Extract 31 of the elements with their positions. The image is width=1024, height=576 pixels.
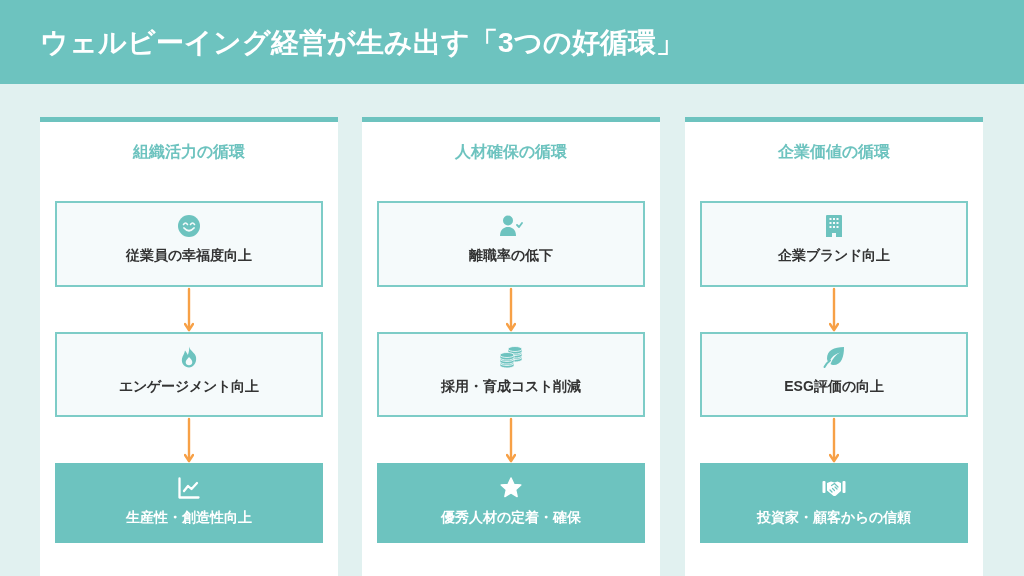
- step-label: ESG評価の向上: [784, 377, 884, 395]
- arrow: [505, 287, 517, 332]
- step-box: [377, 201, 645, 287]
- step-box: [377, 332, 645, 417]
- step-label: 企業ブランド向上: [778, 246, 890, 264]
- step-label: 生産性・創造性向上: [126, 508, 252, 526]
- result-box: [55, 463, 323, 543]
- step-label: 従業員の幸福度向上: [126, 246, 252, 264]
- step-label: エンゲージメント向上: [119, 377, 259, 395]
- step-label: 離職率の低下: [469, 246, 553, 264]
- step-box: [55, 332, 323, 417]
- step-label: 採用・育成コスト削減: [441, 377, 581, 395]
- result-box: [700, 463, 968, 543]
- column-panel: [40, 117, 338, 576]
- arrow: [183, 417, 195, 463]
- column-heading: 組織活力の循環: [133, 142, 245, 162]
- step-box: [55, 201, 323, 287]
- result-box: [377, 463, 645, 543]
- arrow: [828, 417, 840, 463]
- step-box: [700, 332, 968, 417]
- arrow: [505, 417, 517, 463]
- arrow: [828, 287, 840, 332]
- step-label: 投資家・顧客からの信頼: [757, 508, 911, 526]
- column-panel: [362, 117, 660, 576]
- step-box: [700, 201, 968, 287]
- column-panel: [685, 117, 983, 576]
- column-heading: 人材確保の循環: [455, 142, 567, 162]
- title: ウェルビーイング経営が生み出す「3つの好循環」: [40, 26, 684, 60]
- arrow: [183, 287, 195, 332]
- column-heading: 企業価値の循環: [778, 142, 890, 162]
- step-label: 優秀人材の定着・確保: [441, 508, 581, 526]
